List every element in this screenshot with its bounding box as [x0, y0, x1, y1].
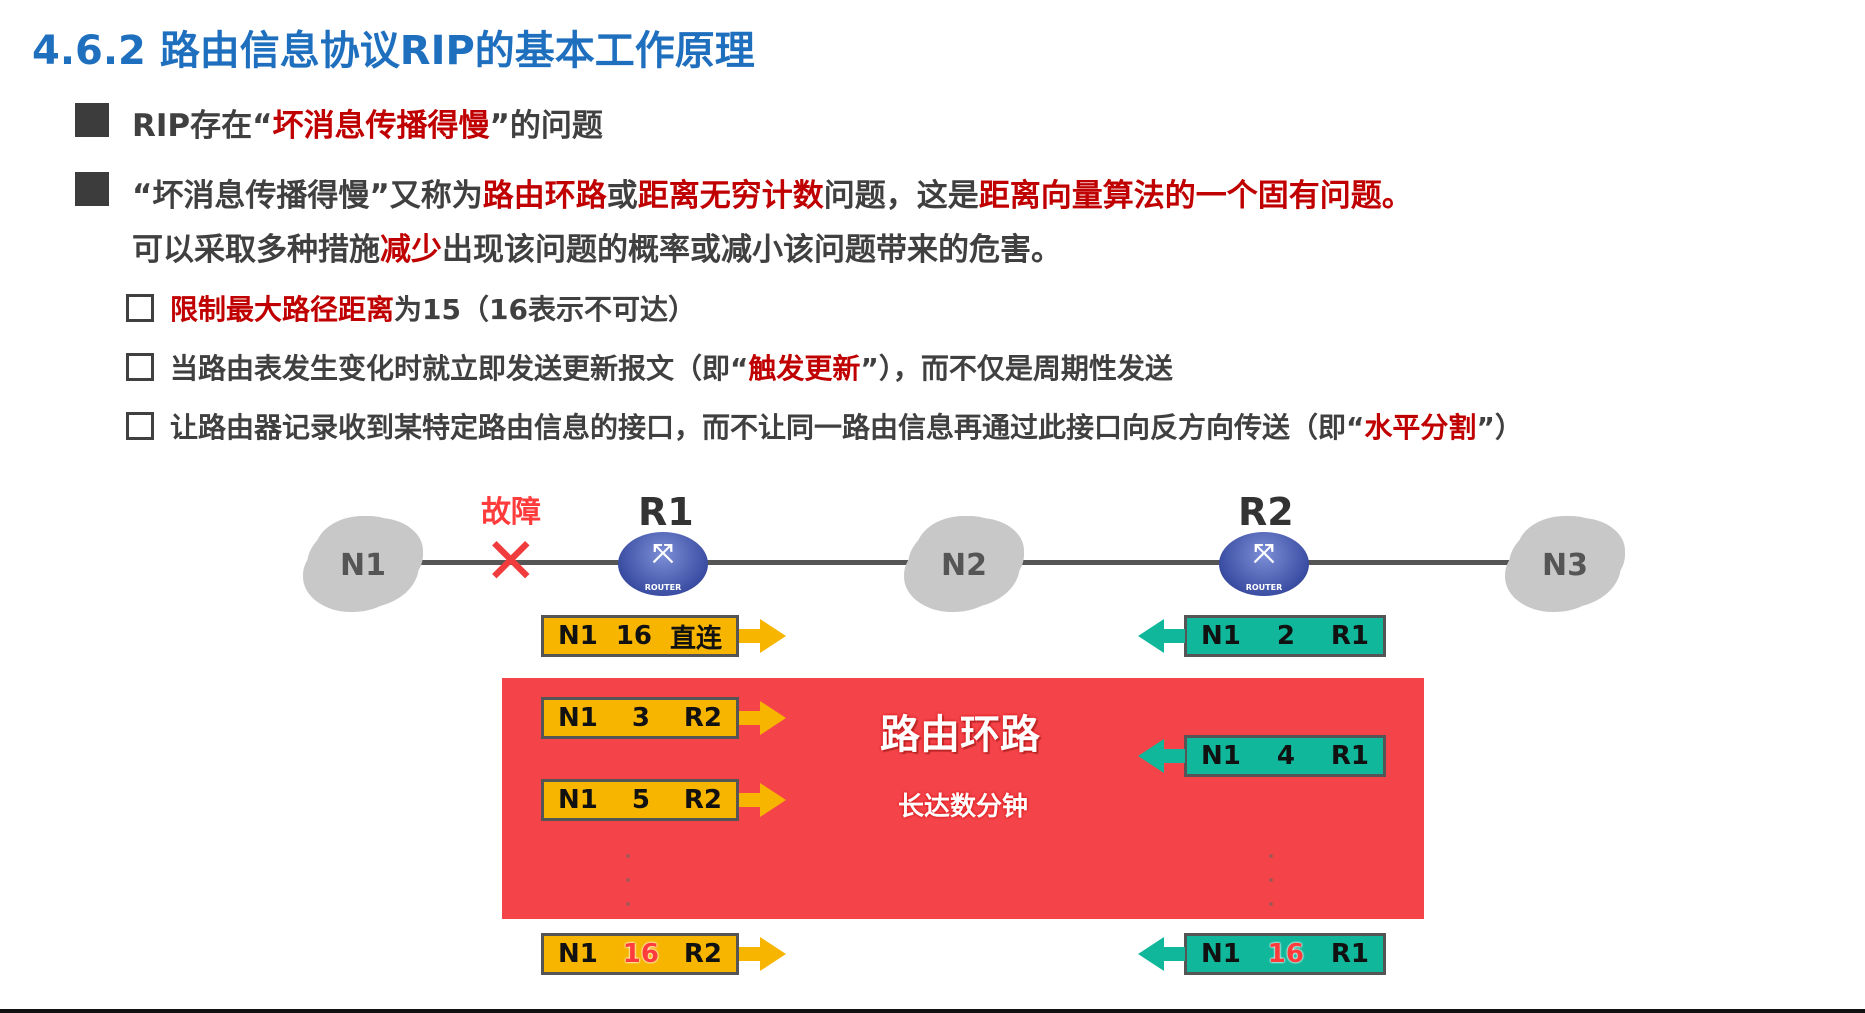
measure-2: 当路由表发生变化时就立即发送更新报文（即“触发更新”），而不仅是周期性发送: [126, 347, 1173, 387]
dest-network: N1: [1201, 621, 1241, 651]
text-segment: 为15（16表示不可达）: [394, 293, 696, 326]
emphasis-text: 距离向量算法的一个固有问题。: [978, 178, 1413, 214]
distance: 3: [631, 703, 650, 733]
text-segment: 让路由器记录收到某特定路由信息的接口，而不让同一路由信息再通过此接口向反方向传送…: [170, 411, 1365, 444]
dest-network: N1: [558, 939, 598, 969]
arrow-stem: [739, 947, 761, 961]
r1-update-message: N1 16 R2: [541, 933, 739, 975]
distance: 16: [1267, 939, 1304, 969]
checkbox-icon: [126, 294, 154, 322]
arrow-stem: [739, 793, 761, 807]
text-segment: ”）: [1476, 411, 1523, 444]
ellipsis-dot: [1269, 878, 1273, 882]
dest-network: N1: [558, 785, 598, 815]
emphasis-text: 距离无穷计数: [637, 178, 824, 214]
dest-network: N1: [1201, 741, 1241, 771]
r1-update-message: N1 5 R2: [541, 779, 739, 821]
r2-update-message: N1 2 R1: [1184, 615, 1386, 657]
measure-text: 限制最大路径距离为15（16表示不可达）: [170, 293, 696, 326]
text-segment: 出现该问题的概率或减小该问题带来的危害。: [442, 232, 1062, 268]
next-hop: R2: [683, 703, 722, 733]
arrow-right-icon: [760, 701, 786, 735]
arrow-stem: [1163, 947, 1185, 961]
distance: 5: [631, 785, 650, 815]
fault-x-icon: ✕: [484, 525, 538, 599]
arrow-stem: [739, 629, 761, 643]
network-cloud-n2: N2: [908, 522, 1020, 608]
r2-update-message: N1 16 R1: [1184, 933, 1386, 975]
router-tag: ROUTER: [644, 583, 682, 592]
text-segment: ”），而不仅是周期性发送: [860, 352, 1173, 385]
distance: 16: [615, 621, 653, 651]
routing-loop-subtitle: 长达数分钟: [898, 792, 1029, 822]
distance: 4: [1276, 741, 1295, 771]
router-tag: ROUTER: [1245, 583, 1283, 592]
emphasis-text: 坏消息传播得慢: [272, 108, 490, 144]
arrow-left-icon: [1138, 739, 1164, 773]
arrow-stem: [1163, 629, 1185, 643]
measure-text: 让路由器记录收到某特定路由信息的接口，而不让同一路由信息再通过此接口向反方向传送…: [170, 411, 1523, 444]
emphasis-text: 水平分割: [1364, 411, 1477, 444]
dest-network: N1: [558, 703, 598, 733]
arrow-left-icon: [1138, 619, 1164, 653]
ellipsis-dot: [626, 878, 630, 882]
network-cloud-n1: N1: [307, 522, 419, 608]
measure-1: 限制最大路径距离为15（16表示不可达）: [126, 288, 696, 328]
arrow-stem: [739, 711, 761, 725]
emphasis-text: 触发更新: [748, 352, 861, 385]
text-segment: 或: [606, 178, 638, 214]
dest-network: N1: [558, 621, 598, 651]
ellipsis-dot: [1269, 902, 1273, 906]
text-segment: 当路由表发生变化时就立即发送更新报文（即“: [170, 352, 749, 385]
text-segment: 问题，这是: [823, 178, 979, 214]
text-segment: ”的问题: [489, 108, 603, 144]
ellipsis-dot: [1269, 854, 1273, 858]
emphasis-text: 减少: [380, 232, 442, 268]
bullet-1: RIP存在“坏消息传播得慢”的问题: [132, 100, 603, 145]
emphasis-text: 路由环路: [482, 178, 607, 214]
next-hop: 直连: [669, 623, 722, 654]
router-r1-label: R1: [638, 490, 694, 534]
arrow-stem: [1163, 749, 1185, 763]
text-segment: “坏消息传播得慢”又称为: [132, 178, 483, 214]
bullet-square: [75, 172, 109, 206]
r1-update-message: N1 16 直连: [541, 615, 739, 657]
next-hop: R2: [683, 785, 722, 815]
bullet-2-continued: 可以采取多种措施减少出现该问题的概率或减小该问题带来的危害。: [132, 224, 1062, 269]
measure-3: 让路由器记录收到某特定路由信息的接口，而不让同一路由信息再通过此接口向反方向传送…: [126, 406, 1523, 446]
arrow-right-icon: [760, 937, 786, 971]
r1-update-message: N1 3 R2: [541, 697, 739, 739]
next-hop: R1: [1330, 741, 1369, 771]
routing-loop-title: 路由环路: [880, 712, 1040, 758]
arrow-left-icon: [1138, 937, 1164, 971]
router-r1-icon: ⤧ROUTER: [618, 532, 708, 596]
distance: 16: [622, 939, 659, 969]
measure-text: 当路由表发生变化时就立即发送更新报文（即“触发更新”），而不仅是周期性发送: [170, 352, 1173, 385]
distance: 2: [1276, 621, 1295, 651]
page-title: 4.6.2 路由信息协议RIP的基本工作原理: [32, 28, 755, 74]
bullet-square: [75, 103, 109, 137]
emphasis-text: 限制最大路径距离: [170, 293, 395, 326]
r2-update-message: N1 4 R1: [1184, 735, 1386, 777]
next-hop: R2: [683, 939, 722, 969]
text-segment: 可以采取多种措施: [132, 232, 380, 268]
router-r2-icon: ⤧ROUTER: [1219, 532, 1309, 596]
ellipsis-dot: [626, 902, 630, 906]
bullet-2: “坏消息传播得慢”又称为路由环路或距离无穷计数问题，这是距离向量算法的一个固有问…: [132, 170, 1413, 215]
checkbox-icon: [126, 412, 154, 440]
network-cloud-n3: N3: [1509, 522, 1621, 608]
fault-label: 故障: [481, 495, 541, 530]
next-hop: R1: [1330, 939, 1369, 969]
text-segment: RIP存在“: [132, 108, 273, 144]
checkbox-icon: [126, 353, 154, 381]
arrow-right-icon: [760, 619, 786, 653]
ellipsis-dot: [626, 854, 630, 858]
dest-network: N1: [1201, 939, 1241, 969]
router-r2-label: R2: [1238, 490, 1294, 534]
arrow-right-icon: [760, 783, 786, 817]
next-hop: R1: [1330, 621, 1369, 651]
bottom-bar: [0, 1009, 1865, 1013]
